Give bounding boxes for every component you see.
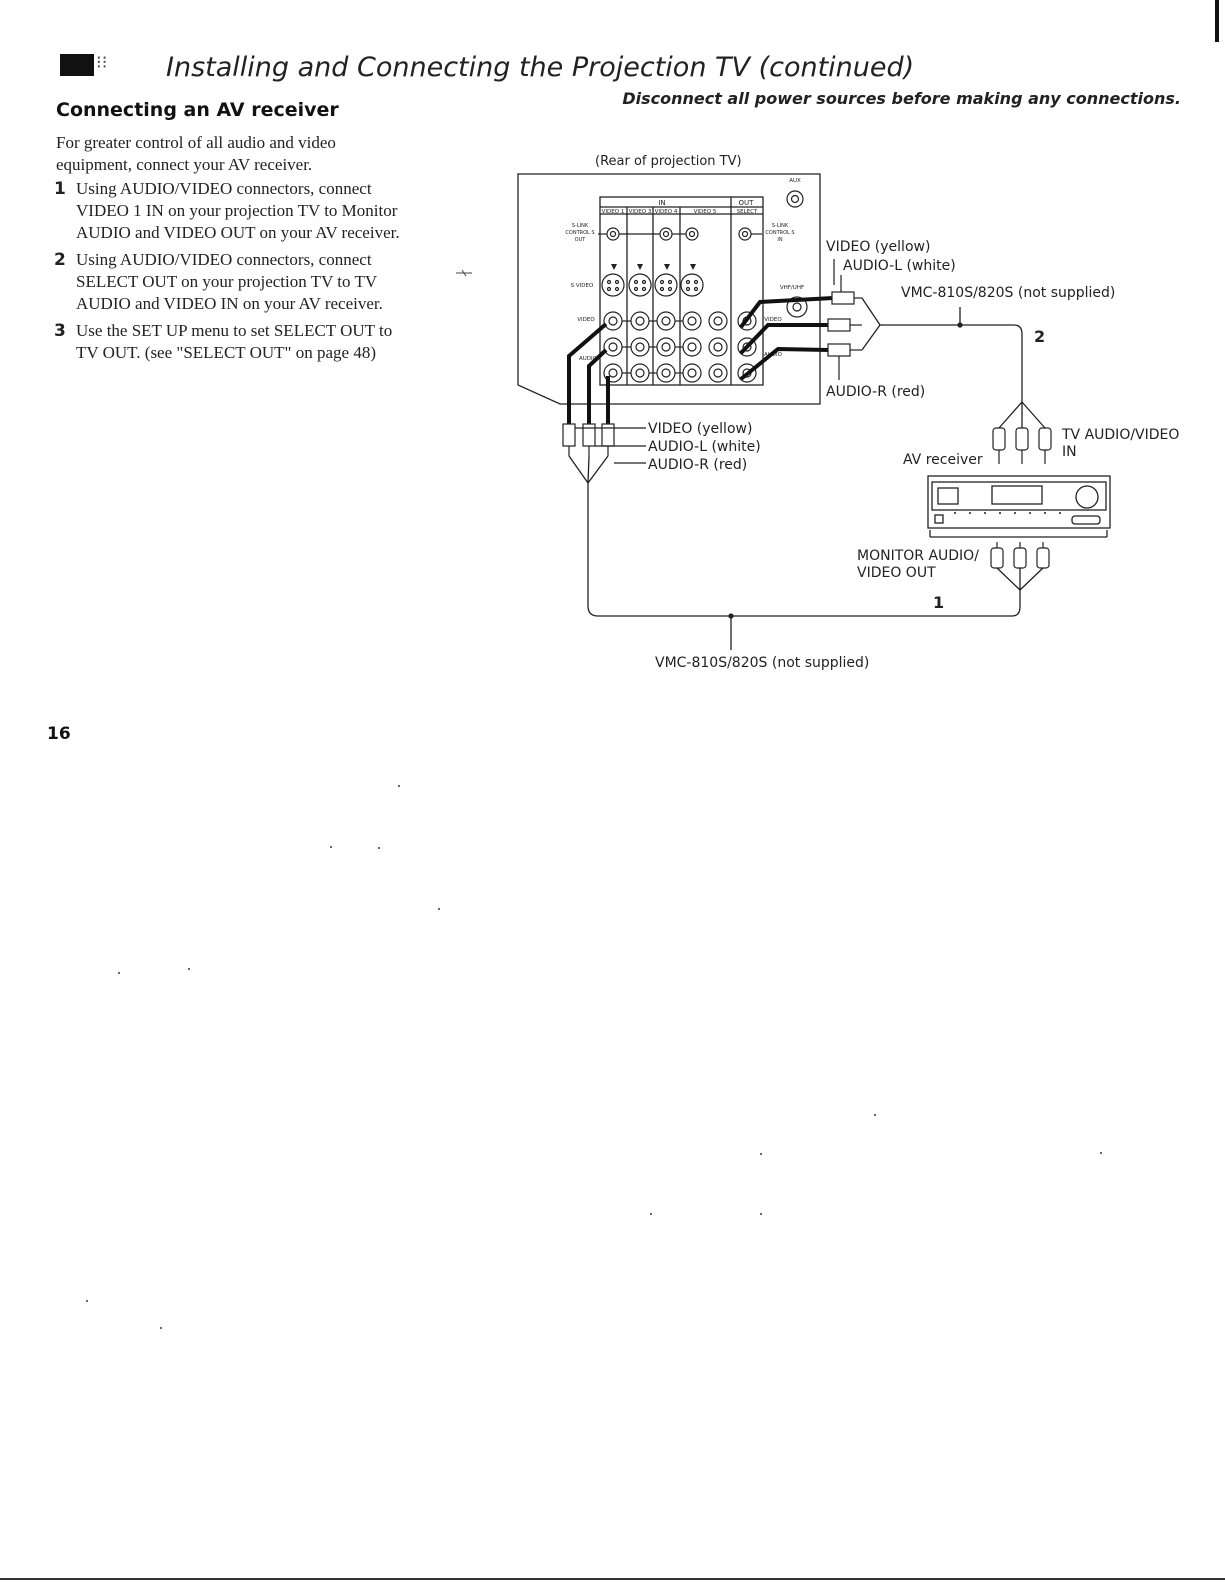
step-item: 1 Using AUDIO/VIDEO connectors, connect … [54, 178, 414, 244]
right-rca-plugs [827, 291, 862, 357]
scan-speck [874, 1114, 876, 1116]
slink-in-label: IN [777, 237, 782, 243]
title-marker [60, 54, 94, 76]
col-video3: VIDEO 3 [629, 209, 652, 215]
rca-jack-grid [603, 311, 757, 383]
slink-out-label: OUT [575, 237, 587, 243]
left-rca-plugs [562, 423, 615, 456]
right-cable-model: VMC-810S/820S (not supplied) [901, 285, 1115, 301]
step-number: 3 [54, 321, 66, 341]
right-audio-l-label: AUDIO-L (white) [843, 258, 956, 274]
left-plug-leaders [575, 427, 646, 464]
panel-in-label: IN [658, 199, 665, 207]
video-row-label: VIDEO [577, 317, 595, 323]
slink-out-label: CONTROL S [565, 230, 594, 236]
left-video-label: VIDEO (yellow) [648, 421, 752, 437]
s-video-jacks [601, 273, 704, 297]
step-1-marker: 1 [933, 593, 944, 612]
col-video5: VIDEO 5 [694, 209, 717, 215]
video1-cable-leads [567, 322, 610, 424]
receiver-indicator-dots [954, 512, 1061, 514]
scan-speck [188, 968, 190, 970]
right-cable-run [861, 297, 1046, 429]
input-arrows [611, 264, 696, 270]
bottom-cable-run [568, 455, 1044, 650]
receiver-input-plugs [992, 427, 1052, 464]
step-text: Using AUDIO/VIDEO connectors, connect SE… [76, 250, 383, 313]
scan-speck [760, 1153, 762, 1155]
monitor-out-label: VIDEO OUT [857, 565, 936, 581]
slink-out-label: S-LINK [572, 223, 589, 229]
connection-diagram: (Rear of projection TV) IN OUT VIDEO 1 V… [456, 154, 1179, 671]
title-marker-grain: ⁝⁝ [96, 52, 108, 73]
bottom-cable-model: VMC-810S/820S (not supplied) [655, 655, 869, 671]
step-item: 3 Use the SET UP menu to set SELECT OUT … [54, 320, 414, 364]
right-video-label: VIDEO (yellow) [826, 239, 930, 255]
aux-label: AUX [789, 178, 801, 184]
slink-in-label: CONTROL S [765, 230, 794, 236]
step-2-marker: 2 [1034, 327, 1045, 346]
step-number: 2 [54, 250, 66, 270]
vhf-uhf-label: VHF/UHF [780, 285, 804, 291]
tv-rear-panel [517, 173, 821, 405]
power-warning: Disconnect all power sources before maki… [622, 89, 1181, 108]
scan-speck [760, 1213, 762, 1215]
select-video-label: VIDEO [764, 317, 782, 323]
scan-speck [398, 785, 400, 787]
step-number: 1 [54, 179, 66, 199]
scan-speck [330, 846, 332, 848]
left-audio-l-label: AUDIO-L (white) [648, 439, 761, 455]
scan-speck [118, 972, 120, 974]
step-text: Use the SET UP menu to set SELECT OUT to… [76, 321, 393, 362]
right-audio-r-label: AUDIO-R (red) [826, 384, 925, 400]
s-video-row-label: S VIDEO [571, 283, 594, 289]
step-text: Using AUDIO/VIDEO connectors, connect VI… [76, 179, 400, 242]
col-video1: VIDEO 1 [602, 209, 625, 215]
monitor-out-label: MONITOR AUDIO/ [857, 548, 979, 564]
col-select: SELECT [737, 209, 758, 215]
step-list: 1 Using AUDIO/VIDEO connectors, connect … [54, 178, 414, 369]
tv-av-in-label: TV AUDIO/VIDEO [1061, 427, 1179, 443]
scan-mark [456, 269, 472, 277]
section-heading: Connecting an AV receiver [56, 99, 339, 121]
page-title: Installing and Connecting the Projection… [166, 52, 915, 83]
rear-label: (Rear of projection TV) [595, 154, 742, 169]
scan-speck [86, 1300, 88, 1302]
page-number: 16 [47, 724, 71, 744]
receiver-output-plugs [990, 542, 1050, 569]
av-receiver-label: AV receiver [903, 452, 983, 468]
scan-speck [1100, 1152, 1102, 1154]
av-receiver [927, 475, 1111, 538]
audio-row-label: AUDIO [579, 356, 598, 362]
scan-speck [378, 847, 380, 849]
select-out-cable-leads [739, 296, 834, 381]
scan-speck [438, 908, 440, 910]
scan-speck [160, 1327, 162, 1329]
scan-speck [650, 1213, 652, 1215]
vhf-uhf-jack [786, 296, 808, 318]
slink-jacks [598, 227, 762, 241]
right-plug-leaders [833, 259, 842, 380]
right-edge-bar [1215, 0, 1219, 42]
slink-in-label: S-LINK [772, 223, 789, 229]
left-audio-r-label: AUDIO-R (red) [648, 457, 747, 473]
tv-av-in-label: IN [1062, 444, 1077, 460]
bottom-rule [0, 1578, 1225, 1580]
intro-paragraph: For greater control of all audio and vid… [56, 133, 336, 174]
aux-jack [786, 190, 804, 208]
col-video4: VIDEO 4 [655, 209, 678, 215]
panel-out-label: OUT [739, 199, 755, 207]
step-item: 2 Using AUDIO/VIDEO connectors, connect … [54, 249, 414, 315]
